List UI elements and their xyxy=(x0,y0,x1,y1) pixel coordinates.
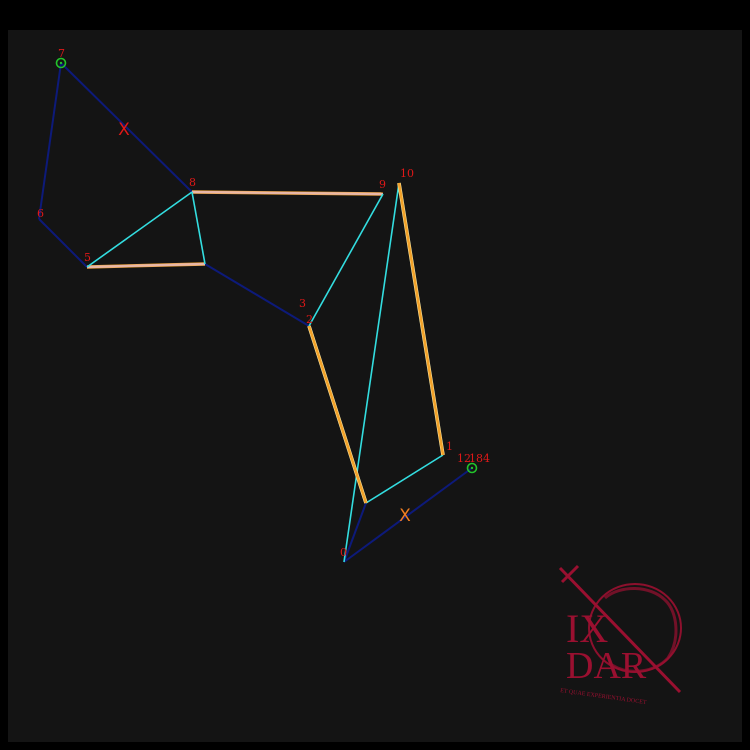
edge-6-5 xyxy=(38,218,88,268)
endpoint-dot-4 xyxy=(470,466,474,470)
edge-10-1 xyxy=(397,182,445,456)
point-label: 10 xyxy=(400,167,414,180)
logo-line2: DAR xyxy=(566,645,647,687)
point-label: 3 xyxy=(299,297,306,310)
edge-11-0 xyxy=(343,502,367,563)
endpoint-dot-7 xyxy=(59,61,63,65)
x-mark: X xyxy=(399,506,411,526)
x-mark: X xyxy=(118,120,130,140)
marks-layer: XX xyxy=(118,120,411,526)
edge-7-8 xyxy=(60,62,193,193)
point-label: 5 xyxy=(84,251,91,264)
logo-sword-guard xyxy=(560,564,580,584)
edge-3-2 xyxy=(204,263,310,327)
edge-0-4 xyxy=(343,467,473,563)
point-label: 12 xyxy=(457,452,471,465)
point-label: 8 xyxy=(189,176,196,189)
point-label: 184 xyxy=(469,452,490,465)
point-label: 0 xyxy=(340,546,347,559)
endpoint-marker-4 xyxy=(466,462,478,474)
edges-layer xyxy=(38,62,473,563)
edge-8-3 xyxy=(191,191,206,265)
logo-globe-detail xyxy=(604,587,678,673)
point-label: 7 xyxy=(58,47,65,60)
edge-8-5 xyxy=(86,191,193,268)
endpoint-marker-7 xyxy=(55,57,67,69)
point-label: 1 xyxy=(446,440,453,453)
logo-line1: IX xyxy=(566,606,608,651)
edge-2-11 xyxy=(307,325,368,504)
logo: IX DAR ET QUAE EXPERIENTIA DOCET xyxy=(558,564,682,706)
logo-motto: ET QUAE EXPERIENTIA DOCET xyxy=(560,688,647,706)
point-label: 2 xyxy=(306,313,313,326)
point-label: 9 xyxy=(379,178,386,191)
edge-2-9 xyxy=(308,193,384,327)
edge-8-9 xyxy=(191,190,384,196)
endpoints-layer xyxy=(55,57,478,474)
edge-10-0 xyxy=(343,182,400,563)
edge-7-6 xyxy=(38,62,62,220)
edge-5-3 xyxy=(86,262,206,269)
diagram-canvas xyxy=(8,30,742,742)
point-label: 6 xyxy=(37,207,44,220)
edge-11-1 xyxy=(365,454,444,504)
logo-sword xyxy=(558,566,682,694)
